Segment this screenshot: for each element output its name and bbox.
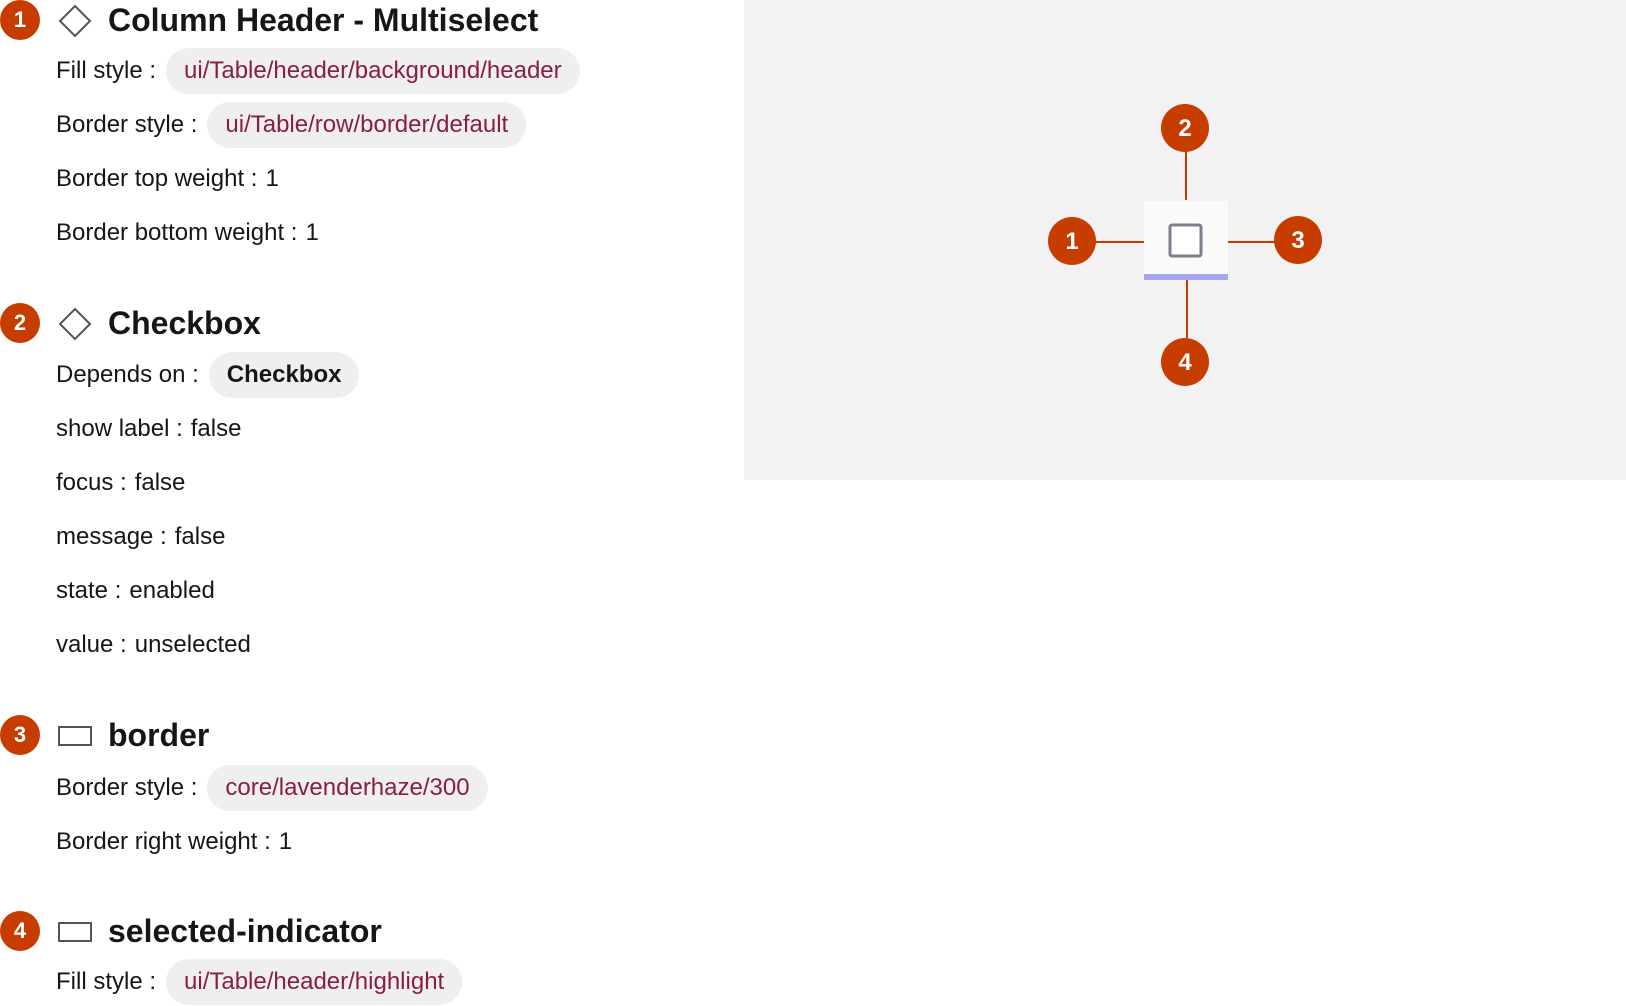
callout-badge-1: 1 bbox=[0, 0, 40, 40]
prop-value: value : unselected bbox=[56, 631, 251, 658]
prop-show-label: show label : false bbox=[56, 415, 242, 442]
svg-text:1: 1 bbox=[1065, 228, 1078, 255]
section-header: 1 Column Header - Multiselect bbox=[0, 0, 740, 42]
callout-badge-4: 4 bbox=[0, 911, 40, 951]
prop-border-right-weight: Border right weight : 1 bbox=[56, 828, 293, 855]
prop-message: message : false bbox=[56, 523, 226, 550]
prop-fill-style: Fill style : ui/Table/header/background/… bbox=[56, 48, 580, 94]
callout-2: 2 bbox=[1161, 104, 1209, 152]
svg-text:4: 4 bbox=[1178, 349, 1192, 376]
section-title: Checkbox bbox=[108, 305, 261, 341]
callout-4: 4 bbox=[1161, 338, 1209, 386]
token-pill: core/lavenderhaze/300 bbox=[207, 765, 488, 811]
rectangle-icon bbox=[58, 922, 92, 942]
svg-text:2: 2 bbox=[1178, 115, 1191, 142]
section-title: selected-indicator bbox=[108, 913, 382, 949]
anatomy-diagram: 1 2 3 4 bbox=[1048, 104, 1322, 386]
diamond-icon bbox=[58, 4, 92, 38]
callout-badge-2: 2 bbox=[0, 303, 40, 343]
callout-badge-3: 3 bbox=[0, 715, 40, 755]
callout-1: 1 bbox=[1048, 217, 1096, 265]
prop-border-style: Border style : core/lavenderhaze/300 bbox=[56, 765, 488, 811]
selected-indicator bbox=[1144, 274, 1228, 280]
token-pill: ui/Table/row/border/default bbox=[207, 102, 527, 148]
section-header: 2 Checkbox bbox=[0, 303, 740, 345]
prop-border-bottom-weight: Border bottom weight : 1 bbox=[56, 219, 319, 246]
section-header: 4 selected-indicator bbox=[0, 911, 740, 953]
component-preview: 1 2 3 4 bbox=[744, 0, 1626, 480]
section-header: 3 border bbox=[0, 715, 740, 757]
callout-3: 3 bbox=[1274, 216, 1322, 264]
prop-focus: focus : false bbox=[56, 469, 186, 496]
prop-depends-on: Depends on : Checkbox bbox=[56, 352, 360, 398]
prop-border-top-weight: Border top weight : 1 bbox=[56, 165, 279, 192]
spec-list: 1 Column Header - Multiselect Fill style… bbox=[0, 0, 740, 1006]
dependency-pill: Checkbox bbox=[208, 352, 360, 398]
checkbox bbox=[1168, 223, 1203, 258]
section-title: Column Header - Multiselect bbox=[108, 2, 539, 38]
rectangle-icon bbox=[58, 726, 92, 746]
svg-text:3: 3 bbox=[1291, 227, 1304, 254]
prop-border-style: Border style : ui/Table/row/border/defau… bbox=[56, 102, 527, 148]
section-title: border bbox=[108, 717, 210, 753]
diamond-icon bbox=[58, 307, 92, 341]
token-pill: ui/Table/header/background/header bbox=[166, 48, 580, 94]
prop-fill-style: Fill style : ui/Table/header/highlight bbox=[56, 959, 463, 1005]
token-pill: ui/Table/header/highlight bbox=[166, 959, 463, 1005]
prop-state: state : enabled bbox=[56, 577, 215, 604]
